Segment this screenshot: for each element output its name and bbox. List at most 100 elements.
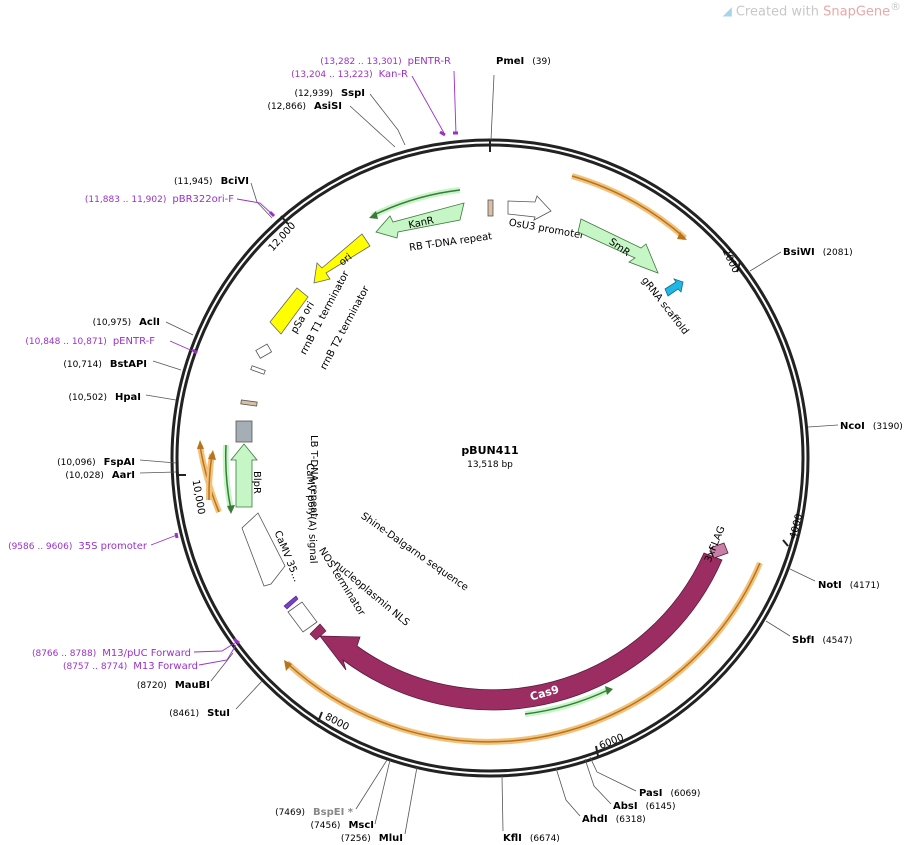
nos-purple-mark — [283, 595, 299, 610]
osu3-promoter-label: OsU3 promoter — [508, 217, 586, 241]
site-name-pmei: PmeI — [496, 56, 524, 67]
primer-pos-kan-r: (13,204 .. 13,223) — [291, 70, 372, 80]
leader-sspi — [369, 93, 406, 146]
leader-pmei — [490, 74, 495, 141]
site-pos-mlui: (7256) — [341, 834, 371, 844]
site-name-maubi: MauBI — [175, 680, 210, 691]
leader-absi — [584, 758, 612, 805]
site-stui: (8461)StuI — [169, 708, 230, 719]
site-name-sbfi: SbfI — [792, 635, 814, 646]
site-name-acli: AclI — [139, 317, 160, 328]
blpr-arrow — [230, 443, 258, 508]
snapgene-watermark: ◢Created with SnapGene® — [723, 0, 901, 19]
site-pos-hpai: (10,502) — [68, 393, 107, 403]
primer-leader-m13 — [198, 644, 237, 666]
orf-arc-left-outer-head — [197, 440, 204, 449]
primer-marker-kanr — [439, 130, 446, 137]
site-pos-fspai: (10,096) — [57, 458, 96, 468]
orf-arc-left-inner-head — [208, 450, 216, 460]
site-pos-bsiwi: (2081) — [823, 248, 853, 258]
tick-label-2000: 2000 — [720, 247, 741, 275]
site-maubi: (8720) MauBI — [137, 680, 210, 691]
leader-bcivi — [250, 182, 273, 219]
site-name-sspi: SspI — [341, 88, 365, 99]
site-name-hpai: HpaI — [115, 392, 141, 403]
tick-label-10000: 10,000 — [190, 479, 207, 515]
primer-name-35s: 35S promoter — [78, 541, 148, 552]
primer-leader-pentr-r — [453, 70, 457, 135]
primer-pentr-r: (13,282 .. 13,301)pENTR-R — [320, 56, 451, 67]
site-ahdi: AhdI(6318) — [582, 814, 646, 825]
site-noti: NotI (4171) — [818, 580, 880, 591]
site-leaders — [139, 74, 839, 835]
site-bspei: (7469) BspEI * — [275, 807, 354, 818]
primer-name-m13: M13 Forward — [133, 661, 198, 672]
site-pos-noti: (4171) — [850, 581, 880, 591]
site-name-mlui: MluI — [379, 833, 403, 844]
primer-pos-m13: (8757 .. 8774) — [63, 662, 127, 672]
leader-ahdi — [555, 767, 581, 817]
site-pos-aari: (10,028) — [65, 471, 104, 481]
site-pasi: PasI(6069) — [639, 788, 700, 799]
rb-repeat-label: RB T-DNA repeat — [409, 231, 493, 254]
primer-labels: (13,282 .. 13,301)pENTR-R (13,204 .. 13,… — [8, 56, 451, 672]
primer-leader-pbr322 — [236, 198, 274, 216]
camv-polya-box — [235, 420, 253, 443]
site-pos-stui: (8461) — [169, 709, 199, 719]
leader-hpai — [145, 394, 177, 401]
osu3-promoter-arrow — [507, 195, 552, 221]
leader-bspei — [355, 759, 388, 810]
ori-arrow — [313, 233, 371, 284]
site-pos-msci: (7456) — [311, 821, 341, 831]
site-name-noti: NotI — [818, 580, 842, 591]
site-name-bspei: BspEI * — [313, 807, 354, 818]
site-pos-maubi: (8720) — [137, 681, 167, 691]
green-arc-bottom-head — [605, 686, 613, 695]
site-name-asisi: AsiSI — [314, 101, 342, 112]
site-name-fspai: FspAI — [104, 457, 135, 468]
site-name-absi: AbsI — [613, 801, 638, 812]
tick-2000 — [736, 261, 741, 273]
green-arc-top-head — [369, 211, 378, 219]
rb-repeat-box — [487, 199, 494, 217]
leader-pasi — [589, 756, 637, 792]
site-pos-kfli: (6674) — [530, 834, 560, 844]
site-acli: (10,975) AclI — [93, 317, 160, 328]
site-pos-bcivi: (11,945) — [174, 177, 213, 187]
site-name-bcivi: BciVI — [221, 176, 249, 187]
primer-name-m13-puc: M13/pUC Forward — [102, 648, 191, 659]
leader-kfli — [501, 775, 504, 832]
site-pos-acli: (10,975) — [93, 318, 132, 328]
tick-4000 — [782, 539, 789, 547]
site-bstapi: (10,714)BstAPI — [63, 359, 147, 370]
site-msci: (7456)MscI — [311, 820, 375, 831]
primer-pos-pentr-f: (10,848 .. 10,871) — [25, 337, 106, 347]
primer-35s: (9586 .. 9606)35S promoter — [8, 541, 148, 552]
leader-fspai — [139, 459, 177, 464]
psa-ori-box — [269, 287, 309, 335]
shine-dalgarno-label: Shine-Dalgarno sequence — [359, 511, 470, 594]
nos-terminator-box — [287, 601, 318, 633]
smr-arrow — [577, 218, 659, 274]
orf-arc-top-right-head — [677, 232, 687, 240]
primer-name-pentr-f: pENTR-F — [113, 336, 155, 347]
primer-name-pbr322: pBR322ori-F — [172, 194, 234, 205]
watermark-reg: ® — [890, 0, 901, 13]
site-name-ncoi: NcoI — [840, 421, 865, 432]
plasmid-length: 13,518 bp — [467, 460, 513, 470]
leader-maubi — [210, 652, 234, 682]
site-pos-pmei: (39) — [532, 57, 550, 67]
site-sbfi: SbfI(4547) — [792, 635, 852, 646]
leader-bstapi — [152, 360, 182, 371]
leader-sbfi — [765, 620, 791, 637]
site-name-aari: AarI — [112, 470, 135, 481]
leader-stui — [235, 680, 263, 710]
site-pos-pasi: (6069) — [670, 789, 700, 799]
tick-12000 — [280, 215, 289, 225]
tick-8000 — [317, 711, 323, 723]
site-pos-bspei: (7469) — [275, 808, 305, 818]
site-hpai: (10,502) HpaI — [68, 392, 141, 403]
camv35-promoter-box — [241, 512, 286, 587]
primer-kan-r: (13,204 .. 13,223)Kan-R — [291, 69, 408, 80]
lb-repeat-box — [240, 399, 258, 407]
